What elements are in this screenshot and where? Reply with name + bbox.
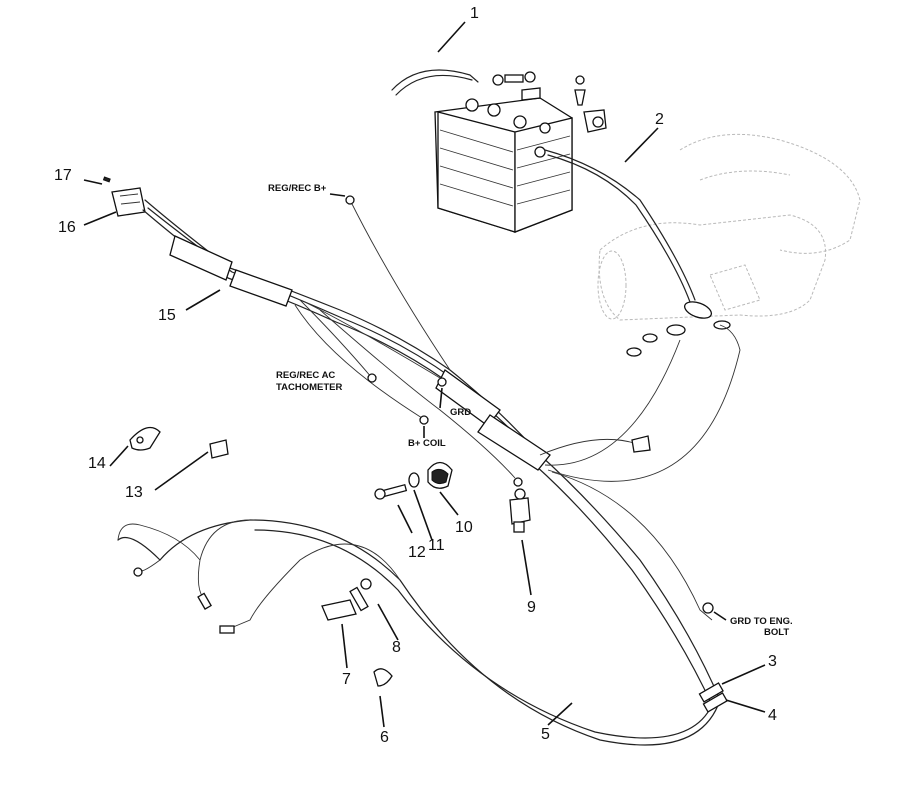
battery-cable-negative bbox=[391, 69, 479, 91]
label-reg-rec-ac: REG/REC AC bbox=[276, 370, 335, 381]
label-b-coil: B+ COIL bbox=[408, 438, 446, 449]
callout-16: 16 bbox=[58, 219, 76, 236]
callout-2: 2 bbox=[655, 111, 664, 128]
callout-17: 17 bbox=[54, 167, 72, 184]
callout-8: 8 bbox=[392, 639, 401, 656]
callout-6: 6 bbox=[380, 729, 389, 746]
washer-part-11 bbox=[408, 472, 420, 488]
callout-14: 14 bbox=[88, 455, 106, 472]
battery-terminal-hardware bbox=[492, 71, 607, 133]
label-grd: GRD bbox=[450, 407, 471, 418]
label-bolt: BOLT bbox=[764, 627, 789, 638]
label-tachometer: TACHOMETER bbox=[276, 382, 342, 393]
callout-12: 12 bbox=[408, 544, 426, 561]
conduit-sleeve bbox=[169, 235, 233, 281]
callout-13: 13 bbox=[125, 484, 143, 501]
engine-ghost-outline bbox=[597, 133, 861, 321]
clip-part-6 bbox=[373, 668, 393, 687]
callout-3: 3 bbox=[768, 653, 777, 670]
callout-11: 11 bbox=[428, 537, 445, 554]
callout-5: 5 bbox=[541, 726, 550, 743]
label-reg-rec-b: REG/REC B+ bbox=[268, 183, 327, 194]
terminal-pin-17 bbox=[102, 176, 111, 183]
callout-10: 10 bbox=[455, 519, 473, 536]
battery-cable-positive bbox=[544, 149, 713, 319]
lower-harness bbox=[117, 519, 728, 746]
harness-connector bbox=[111, 187, 146, 217]
bolt-part-8 bbox=[349, 578, 372, 612]
callout-15: 15 bbox=[158, 307, 176, 324]
solenoid-terminals bbox=[626, 320, 731, 357]
bracket-part-7 bbox=[321, 599, 357, 621]
clamp-part-10 bbox=[427, 461, 453, 489]
conduit-sleeve bbox=[477, 414, 551, 471]
conduit-sleeve bbox=[229, 269, 293, 307]
bolt-part-12 bbox=[374, 483, 408, 500]
clip-part-14 bbox=[129, 426, 161, 451]
callout-7: 7 bbox=[342, 671, 351, 688]
label-grd-to-eng: GRD TO ENG. bbox=[730, 616, 793, 627]
clamp-part-13 bbox=[209, 439, 229, 459]
callout-4: 4 bbox=[768, 707, 777, 724]
switch-part-9 bbox=[509, 488, 531, 533]
battery bbox=[434, 97, 573, 233]
callout-1: 1 bbox=[470, 5, 479, 22]
main-wiring-harness bbox=[111, 187, 741, 706]
leader-lines bbox=[83, 21, 766, 728]
callout-9: 9 bbox=[527, 599, 536, 616]
